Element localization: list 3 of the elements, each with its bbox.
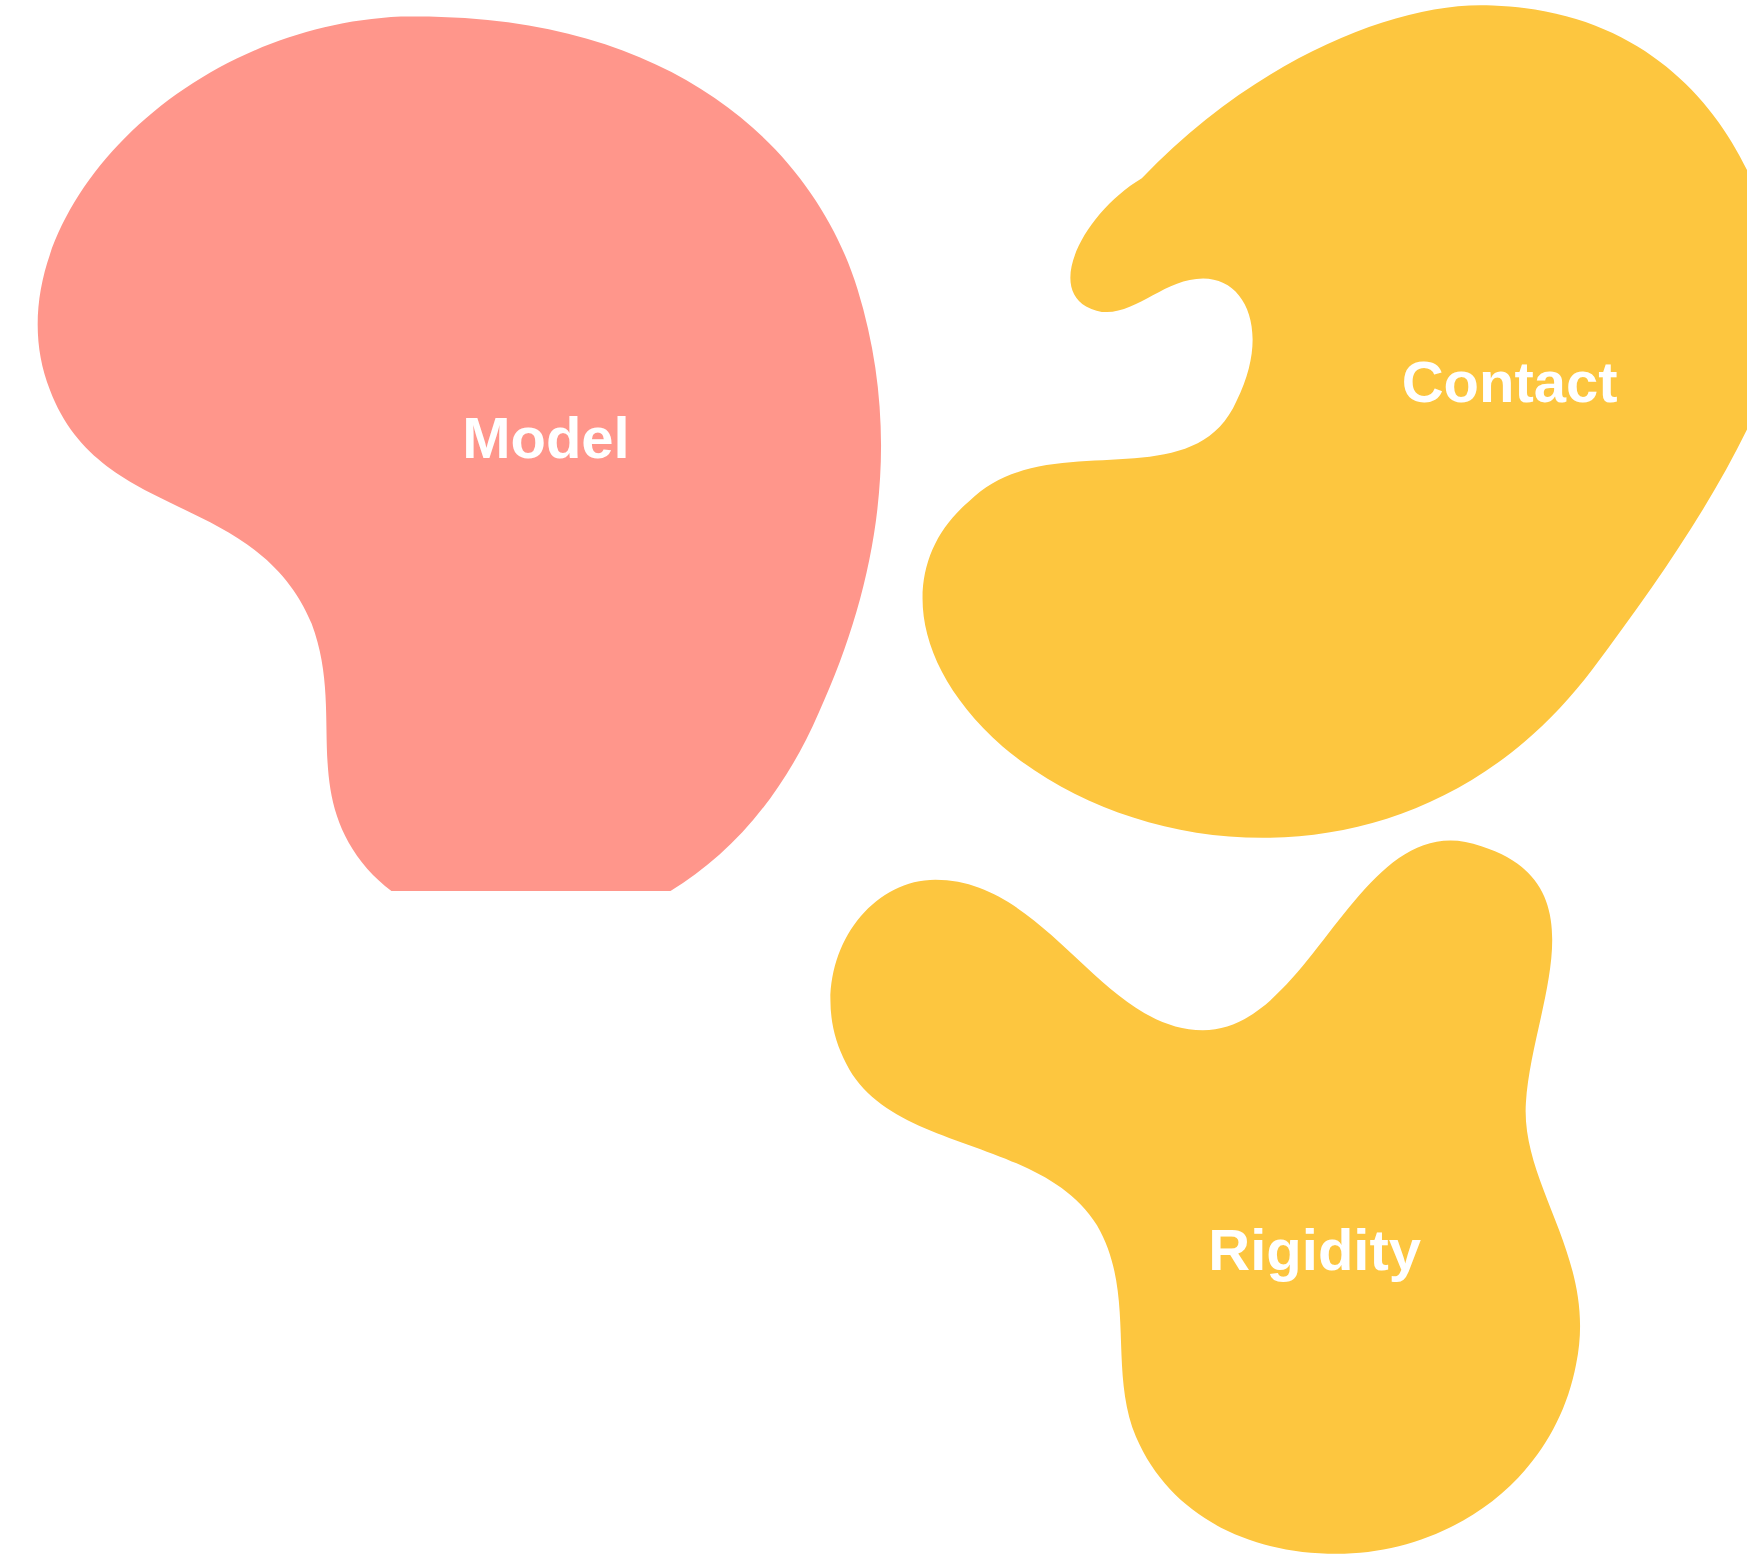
- blob-label: Contact: [1401, 353, 1618, 412]
- blob-label: Rigidity: [1208, 1221, 1421, 1280]
- blob-label: Model: [462, 408, 630, 467]
